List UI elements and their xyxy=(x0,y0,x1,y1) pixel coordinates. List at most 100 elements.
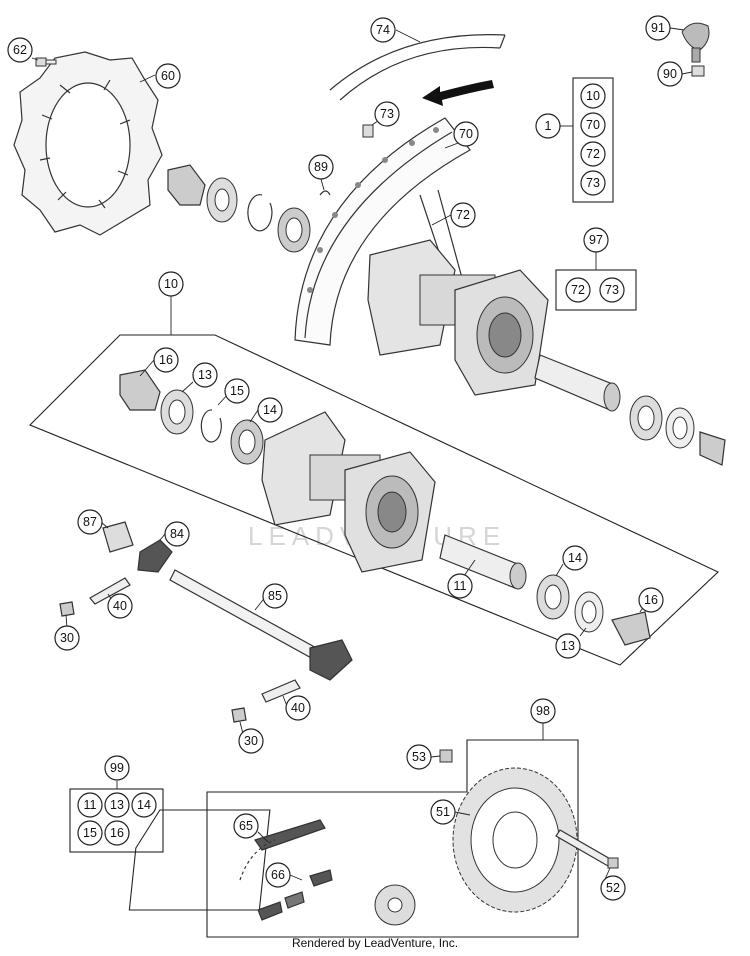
svg-text:14: 14 xyxy=(137,798,151,812)
svg-text:16: 16 xyxy=(644,593,658,607)
svg-text:30: 30 xyxy=(244,734,258,748)
svg-text:30: 30 xyxy=(60,631,74,645)
svg-text:97: 97 xyxy=(589,233,603,247)
callout-16-upper: 16 xyxy=(153,347,179,373)
svg-text:16: 16 xyxy=(110,826,124,840)
svg-text:65: 65 xyxy=(239,819,253,833)
group-99-item: 14 xyxy=(131,792,157,818)
svg-text:16: 16 xyxy=(159,353,173,367)
rear-sprocket xyxy=(452,767,578,913)
callout-52: 52 xyxy=(600,875,626,901)
nut-left xyxy=(59,601,75,617)
chain-adjuster-84 xyxy=(137,539,173,573)
svg-text:84: 84 xyxy=(170,527,184,541)
group-1-box xyxy=(572,77,614,203)
valve-nut xyxy=(691,65,705,77)
callout-89: 89 xyxy=(308,154,334,180)
svg-text:74: 74 xyxy=(376,23,390,37)
callout-13-lower: 13 xyxy=(555,633,581,659)
svg-text:62: 62 xyxy=(13,43,27,57)
adjuster-bolt-left xyxy=(89,577,131,605)
callout-14-lower: 14 xyxy=(562,545,588,571)
svg-text:40: 40 xyxy=(113,599,127,613)
group-1-item: 73 xyxy=(580,170,606,196)
callout-40-right: 40 xyxy=(285,695,311,721)
svg-text:15: 15 xyxy=(83,826,97,840)
svg-text:70: 70 xyxy=(459,127,473,141)
footer-credit: Rendered by LeadVenture, Inc. xyxy=(291,936,459,950)
svg-text:51: 51 xyxy=(436,805,450,819)
exploded-right-bearings xyxy=(536,574,651,646)
disc-bolt xyxy=(35,57,57,67)
axle-spacer-87 xyxy=(102,521,134,553)
group-97-item: 72 xyxy=(565,277,591,303)
svg-text:87: 87 xyxy=(83,515,97,529)
callout-91: 91 xyxy=(645,15,671,41)
chain xyxy=(239,819,333,921)
callout-72: 72 xyxy=(450,202,476,228)
brake-disc xyxy=(13,51,163,236)
group-99-item: 11 xyxy=(77,792,103,818)
hub-spacer xyxy=(439,534,527,590)
callout-10: 10 xyxy=(158,271,184,297)
group-99-item: 15 xyxy=(77,820,103,846)
callout-40-left: 40 xyxy=(107,593,133,619)
callout-53: 53 xyxy=(406,744,432,770)
group-1-item: 70 xyxy=(580,112,606,138)
sprocket-nut xyxy=(439,749,453,763)
exploded-hub xyxy=(261,411,436,573)
svg-text:14: 14 xyxy=(263,403,277,417)
svg-text:85: 85 xyxy=(268,589,282,603)
upper-bearing-set xyxy=(167,164,311,253)
svg-text:89: 89 xyxy=(314,160,328,174)
callout-16-lower: 16 xyxy=(638,587,664,613)
callout-99: 99 xyxy=(104,755,130,781)
group-97-box xyxy=(555,269,637,311)
exploded-left-bearings xyxy=(119,369,264,465)
tire xyxy=(329,34,506,101)
svg-text:66: 66 xyxy=(271,868,285,882)
svg-text:40: 40 xyxy=(291,701,305,715)
svg-text:14: 14 xyxy=(568,551,582,565)
callout-85: 85 xyxy=(262,583,288,609)
upper-hub-spacer xyxy=(534,354,726,466)
callout-30-left: 30 xyxy=(54,625,80,651)
svg-text:53: 53 xyxy=(412,750,426,764)
svg-text:60: 60 xyxy=(161,69,175,83)
callout-90: 90 xyxy=(657,61,683,87)
callout-74: 74 xyxy=(370,17,396,43)
spoke-nipple xyxy=(362,124,374,138)
svg-text:73: 73 xyxy=(380,107,394,121)
svg-text:13: 13 xyxy=(110,798,124,812)
rim xyxy=(294,117,471,346)
valve-cap xyxy=(681,22,710,63)
group-97-item: 73 xyxy=(599,277,625,303)
callout-30-right: 30 xyxy=(238,728,264,754)
svg-text:10: 10 xyxy=(586,89,600,103)
callout-70: 70 xyxy=(453,121,479,147)
svg-text:72: 72 xyxy=(586,147,600,161)
svg-text:73: 73 xyxy=(605,283,619,297)
front-sprocket xyxy=(374,884,416,926)
circlip-89 xyxy=(319,190,331,196)
callout-65: 65 xyxy=(233,813,259,839)
svg-text:11: 11 xyxy=(84,798,97,812)
axle xyxy=(169,569,353,681)
callout-13-upper: 13 xyxy=(192,362,218,388)
svg-text:70: 70 xyxy=(586,118,600,132)
svg-text:90: 90 xyxy=(663,67,677,81)
sprocket-kit-box xyxy=(206,739,579,938)
rotation-arrow xyxy=(422,80,494,106)
svg-text:13: 13 xyxy=(198,368,212,382)
svg-text:98: 98 xyxy=(536,704,550,718)
callout-1: 1 xyxy=(535,113,561,139)
group-99-item: 16 xyxy=(104,820,130,846)
svg-text:91: 91 xyxy=(651,21,665,35)
adjuster-bolt-right xyxy=(261,679,301,703)
chain-sub-outline xyxy=(128,809,271,911)
group-1-item: 72 xyxy=(580,141,606,167)
nut-right xyxy=(231,707,247,723)
callout-98: 98 xyxy=(530,698,556,724)
callout-73: 73 xyxy=(374,101,400,127)
